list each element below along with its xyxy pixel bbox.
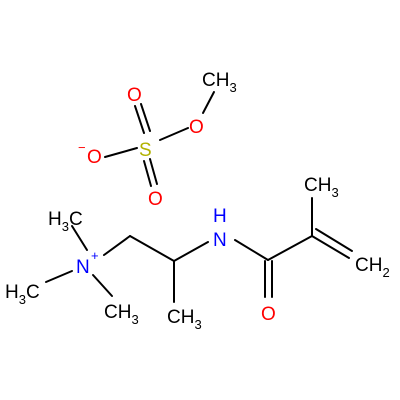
bond-o-s — [159, 127, 189, 141]
vinyl-methyl-label: CH3 — [304, 175, 339, 200]
bonds — [45, 91, 353, 303]
bond-s-o-top-a — [140, 103, 151, 132]
oxide-minus-sign: − — [78, 140, 86, 155]
methyl-ch3-label: CH3 — [202, 70, 237, 95]
sulfur-label: S — [139, 140, 152, 161]
bond-s-o-bottom-a — [143, 160, 152, 187]
bond-ch-nh — [173, 241, 209, 262]
bond-c-ch2-b — [315, 228, 353, 252]
bond-c-ch2-a — [311, 235, 350, 259]
cation-labels: H3C H3C N + CH3 CH3 N H O CH3 CH2 — [5, 175, 390, 332]
bond-ch2-ch — [129, 235, 175, 262]
n-methyl-left-label: H3C — [5, 282, 40, 307]
positive-charge-sign: + — [91, 248, 99, 263]
c-methyl-label: CH3 — [167, 307, 202, 332]
bond-s-o-bottom-b — [149, 158, 158, 185]
bond-s-o-top-b — [134, 105, 145, 134]
bond-n-ch2 — [103, 235, 131, 256]
methyl-sulfate-labels: CH3 O S O O − O — [78, 70, 237, 210]
bond-n-ch3-bottom — [92, 274, 113, 297]
carbonyl-oxygen-label: O — [261, 304, 276, 325]
bond-nh-co — [234, 239, 269, 261]
amide-hydrogen-label: H — [213, 206, 227, 227]
bond-co-c — [267, 235, 313, 261]
n-methyl-top-label: H3C — [48, 209, 83, 234]
n-methyl-bottom-label: CH3 — [104, 302, 139, 327]
methylene-label: CH2 — [355, 255, 390, 280]
bond-n-ch3-top — [71, 225, 88, 251]
sulfonyl-oxygen-bottom-label: O — [148, 189, 163, 210]
bond-n-ch3-left — [45, 270, 73, 283]
quaternary-nitrogen-label: N — [76, 257, 90, 278]
bond-ch3-o — [202, 91, 215, 114]
oxide-oxygen-label: O — [87, 147, 102, 168]
amide-nitrogen-label: N — [213, 230, 227, 251]
sulfonyl-oxygen-top-label: O — [127, 85, 142, 106]
ester-oxygen-label: O — [189, 117, 204, 138]
bond-s-ominus — [104, 147, 138, 158]
